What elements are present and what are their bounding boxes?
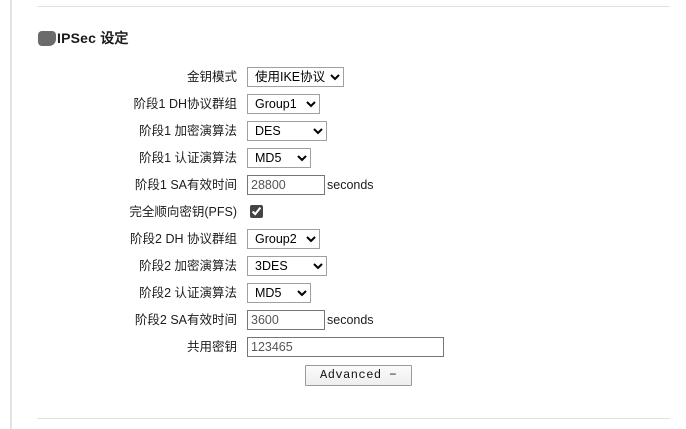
label-phase2-authentication: 阶段2 认证演算法	[139, 285, 237, 300]
label-pfs: 完全顺向密钥(PFS)	[129, 204, 237, 219]
preshared-key-input[interactable]	[247, 336, 444, 357]
left-rail	[10, 0, 12, 429]
phase2-dh-group-select[interactable]: Group2	[247, 228, 320, 249]
field-phase1-authentication: MD5	[247, 147, 311, 168]
field-phase2-authentication: MD5	[247, 282, 311, 303]
key-mode-select[interactable]: 使用IKE协议	[247, 66, 344, 87]
label-phase2-dh-group: 阶段2 DH 协议群组	[130, 231, 237, 246]
form-row-phase2-sa-lifetime: 阶段2 SA有效时间 seconds	[0, 306, 686, 333]
phase2-authentication-select[interactable]: MD5	[247, 282, 311, 303]
top-divider	[37, 6, 670, 7]
section-header: IPSec 设定	[38, 27, 129, 49]
label-preshared-key: 共用密钥	[186, 339, 237, 354]
field-phase2-dh-group: Group2	[247, 228, 320, 249]
phase1-authentication-select[interactable]: MD5	[247, 147, 311, 168]
form-row-key-mode: 金钥模式 使用IKE协议	[0, 63, 686, 90]
label-phase1-authentication: 阶段1 认证演算法	[139, 150, 237, 165]
shield-pill-icon	[38, 30, 56, 46]
label-phase2-encryption: 阶段2 加密演算法	[139, 258, 237, 273]
field-key-mode: 使用IKE协议	[247, 66, 344, 87]
advanced-toggle-button[interactable]: Advanced −	[305, 364, 413, 386]
field-pfs	[247, 205, 263, 218]
advanced-button-row: Advanced −	[0, 360, 686, 390]
bottom-divider	[37, 418, 670, 419]
field-phase2-encryption: 3DES	[247, 255, 327, 276]
form-row-phase1-dh-group: 阶段1 DH协议群组 Group1	[0, 90, 686, 117]
form-row-phase2-dh-group: 阶段2 DH 协议群组 Group2	[0, 225, 686, 252]
label-key-mode: 金钥模式	[186, 69, 237, 84]
phase2-sa-lifetime-input[interactable]	[247, 309, 325, 330]
form-row-phase2-authentication: 阶段2 认证演算法 MD5	[0, 279, 686, 306]
phase1-sa-lifetime-input[interactable]	[247, 174, 325, 195]
phase1-sa-lifetime-unit: seconds	[327, 177, 374, 192]
field-phase2-sa-lifetime: seconds	[247, 309, 374, 330]
form-row-preshared-key: 共用密钥	[0, 333, 686, 360]
form-row-phase1-encryption: 阶段1 加密演算法 DES	[0, 117, 686, 144]
phase1-encryption-select[interactable]: DES	[247, 120, 327, 141]
phase1-dh-group-select[interactable]: Group1	[247, 93, 320, 114]
form-row-phase2-encryption: 阶段2 加密演算法 3DES	[0, 252, 686, 279]
form-row-pfs: 完全顺向密钥(PFS)	[0, 198, 686, 225]
ipsec-settings-form: 金钥模式 使用IKE协议 阶段1 DH协议群组 Group1 阶段1 加密演算法…	[0, 63, 686, 390]
form-row-phase1-authentication: 阶段1 认证演算法 MD5	[0, 144, 686, 171]
phase2-sa-lifetime-unit: seconds	[327, 312, 374, 327]
field-phase1-encryption: DES	[247, 120, 327, 141]
field-phase1-sa-lifetime: seconds	[247, 174, 374, 195]
pfs-checkbox[interactable]	[250, 205, 263, 218]
page-title: IPSec 设定	[57, 30, 129, 46]
label-phase1-dh-group: 阶段1 DH协议群组	[133, 96, 237, 111]
label-phase2-sa-lifetime: 阶段2 SA有效时间	[134, 312, 237, 327]
form-row-phase1-sa-lifetime: 阶段1 SA有效时间 seconds	[0, 171, 686, 198]
label-phase1-encryption: 阶段1 加密演算法	[139, 123, 237, 138]
field-phase1-dh-group: Group1	[247, 93, 320, 114]
field-preshared-key	[247, 336, 444, 357]
phase2-encryption-select[interactable]: 3DES	[247, 255, 327, 276]
label-phase1-sa-lifetime: 阶段1 SA有效时间	[134, 177, 237, 192]
